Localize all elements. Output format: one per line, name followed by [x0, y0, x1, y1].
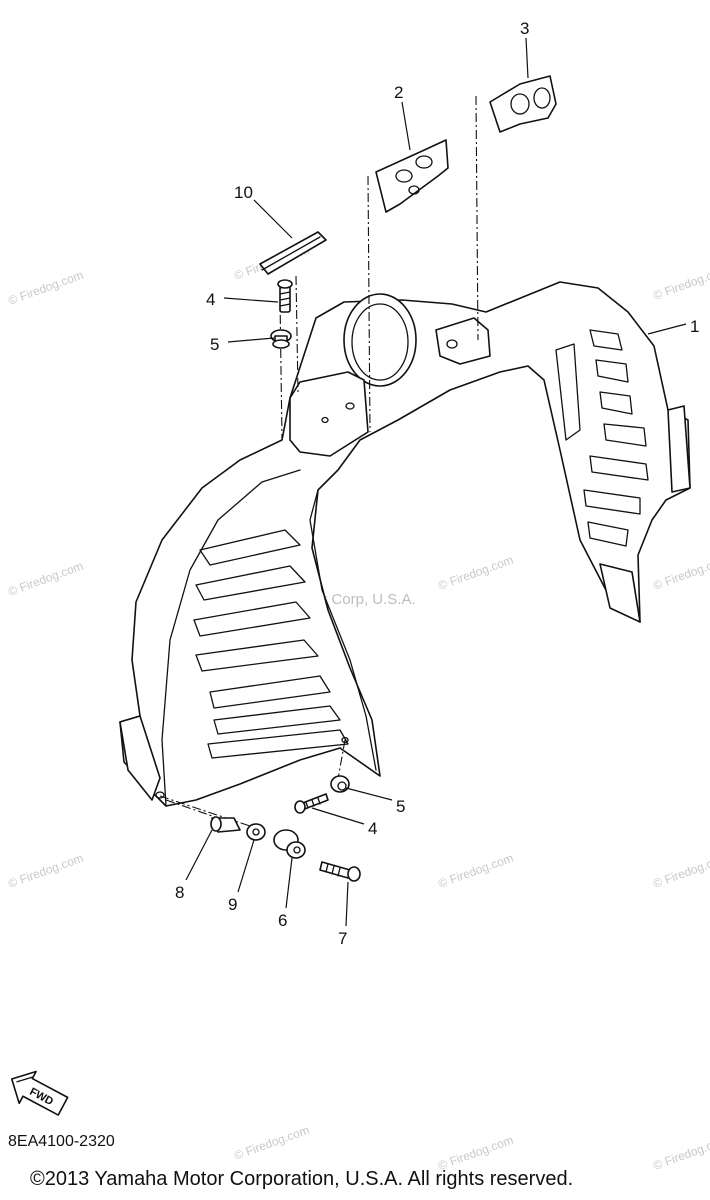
- callout-4-upper: 4: [206, 290, 215, 309]
- callout-6: 6: [278, 911, 287, 930]
- strip-part-10: [259, 231, 327, 275]
- right-louvers: [555, 329, 649, 547]
- plate-2-hole: [408, 185, 420, 195]
- fwd-arrow-icon: FWD: [10, 1070, 69, 1116]
- panel-inner-edge: [161, 469, 301, 807]
- callout-5-lower: 5: [396, 797, 405, 816]
- watermark-text: © Firedog.com: [6, 851, 85, 891]
- watermark-text: © Firedog.com: [6, 559, 85, 599]
- panel-lower-right-tab: [599, 563, 641, 623]
- callout-3: 3: [520, 19, 529, 38]
- panel-right-tab: [667, 405, 691, 493]
- diagram-code: 8EA4100-2320: [8, 1133, 115, 1150]
- watermark-text: © Firedog.com: [651, 1133, 710, 1173]
- inner-panel-outline: [119, 281, 691, 807]
- watermark-text: © Firedog.com: [436, 1133, 515, 1173]
- meter-boss-right: [435, 317, 491, 365]
- watermark-text: © Firedog.com: [651, 553, 710, 593]
- strip-edge: [261, 236, 321, 271]
- boss-hole: [446, 339, 458, 349]
- tab-hole: [155, 791, 165, 799]
- plate-2-hole: [395, 169, 413, 183]
- boss-hole: [321, 416, 329, 424]
- panel-inner-edge: [309, 489, 377, 771]
- leader-lines: [185, 37, 687, 927]
- screw-7: [319, 861, 361, 882]
- plate-3-hole: [533, 87, 551, 109]
- watermark-text: © Firedog.com: [436, 553, 515, 593]
- boss-hole: [345, 402, 355, 410]
- watermark-text: © Firedog.com: [232, 1123, 311, 1163]
- washer-9: [246, 823, 266, 841]
- callout-2: 2: [394, 83, 403, 102]
- callout-7: 7: [338, 929, 347, 948]
- plate-3-outline: [489, 75, 557, 133]
- callout-4-lower: 4: [368, 819, 377, 838]
- callout-5-upper: 5: [210, 335, 219, 354]
- callouts: 1 2 3 10 4 5 5 4 8 9 6 7: [175, 19, 699, 948]
- watermark-text: © Firedog.com: [651, 263, 710, 303]
- screw-4-lower: [294, 793, 329, 814]
- left-louvers: [193, 529, 349, 759]
- plate-part-2: [375, 139, 449, 213]
- callout-10: 10: [234, 183, 253, 202]
- grommet-5-upper: [270, 329, 292, 349]
- grommet-6: [273, 829, 306, 859]
- plate-3-hole: [510, 93, 530, 115]
- watermark-text: © Firedog.com: [436, 851, 515, 891]
- meter-boss-left: [289, 371, 369, 457]
- meter-opening: [343, 293, 417, 387]
- grommet-5-lower: [330, 775, 350, 793]
- plate-part-3: [489, 75, 557, 133]
- callout-8: 8: [175, 883, 184, 902]
- copyright-text: ©2013 Yamaha Motor Corporation, U.S.A. A…: [30, 1168, 574, 1190]
- callout-1: 1: [690, 317, 699, 336]
- panel-left-tab: [119, 715, 161, 801]
- screw-4-upper: [277, 279, 293, 313]
- collar-8: [210, 816, 241, 833]
- callout-9: 9: [228, 895, 237, 914]
- meter-opening-inner: [351, 303, 409, 381]
- plate-2-hole: [415, 155, 433, 169]
- watermark-text: © Firedog.com: [651, 851, 710, 891]
- inner-panel-part-1: [119, 281, 691, 807]
- watermark-text: © Firedog.com: [6, 268, 85, 308]
